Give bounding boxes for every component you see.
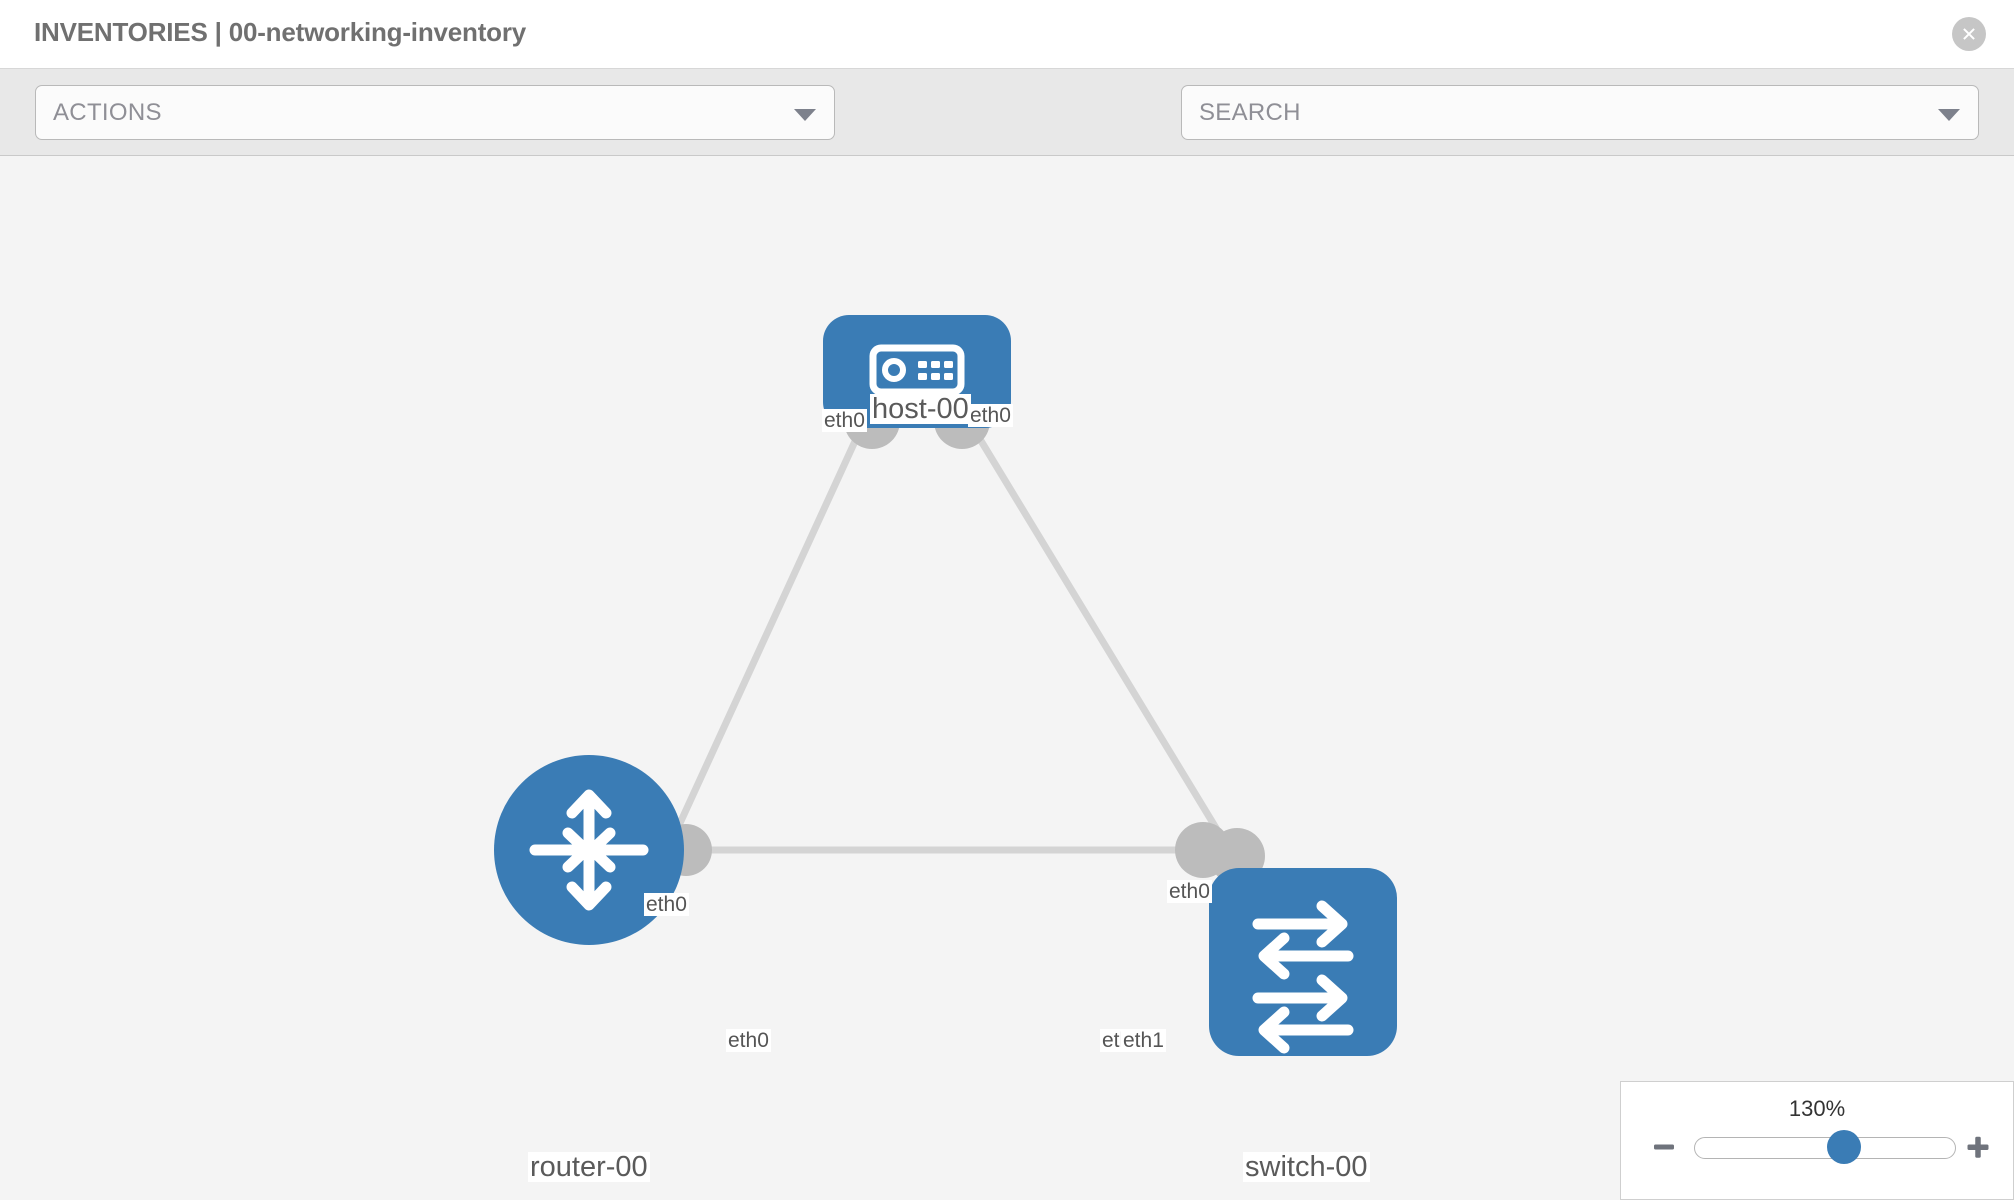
- node-router-00: [494, 755, 684, 945]
- plus-icon: [1967, 1136, 1989, 1158]
- search-placeholder: SEARCH: [1199, 99, 1301, 126]
- actions-dropdown[interactable]: ACTIONS: [35, 85, 835, 140]
- chevron-down-icon: [1938, 109, 1960, 121]
- node-switch-00-body: [1209, 868, 1397, 1056]
- node-switch-00: [1209, 868, 1397, 1056]
- edge-label-router-diag-eth0: eth0: [644, 893, 689, 917]
- switch-arrows-icon: [1252, 900, 1354, 1054]
- minus-icon: [1654, 1144, 1674, 1150]
- node-label-host-00: host-00: [870, 393, 971, 425]
- zoom-out-button[interactable]: [1649, 1132, 1679, 1162]
- server-appliance-icon: [869, 344, 965, 396]
- edge-label-host-eth0-left: eth0: [822, 409, 867, 433]
- interface-nub-layer: [660, 393, 1265, 884]
- zoom-slider-thumb[interactable]: [1827, 1130, 1862, 1164]
- topology-graph: [494, 315, 1397, 1056]
- zoom-in-button[interactable]: [1963, 1132, 1993, 1162]
- edge-label-router-link-eth0: eth0: [726, 1029, 771, 1053]
- node-label-switch-00: switch-00: [1243, 1151, 1370, 1183]
- edge-host-router: [644, 424, 866, 895]
- zoom-level-value: 130%: [1788, 1096, 1846, 1121]
- interface-nub-switch-left: [1175, 822, 1231, 878]
- router-arrows-icon: [529, 789, 649, 911]
- node-label-router-00: router-00: [528, 1151, 650, 1183]
- toolbar: ACTIONS SEARCH: [0, 69, 2014, 195]
- edge-layer: [644, 424, 1236, 895]
- edge-host-switch: [969, 424, 1236, 858]
- page-header: INVENTORIES | 00-networking-inventory: [0, 0, 2014, 69]
- actions-dropdown-label: ACTIONS: [53, 99, 162, 126]
- zoom-control-panel: 130%: [1620, 1081, 2014, 1200]
- edge-label-switch-link-eth1: eth1: [1121, 1029, 1166, 1053]
- chevron-down-icon: [794, 109, 816, 121]
- page-title: INVENTORIES | 00-networking-inventory: [34, 17, 527, 47]
- close-circle-icon[interactable]: [1952, 17, 1986, 51]
- zoom-slider-track[interactable]: [1694, 1130, 1956, 1164]
- topology-canvas[interactable]: eth0 eth0 host-00 eth0 eth0 eth0 eth0 et…: [0, 156, 2014, 1200]
- edge-label-host-eth0-right: eth0: [968, 404, 1013, 428]
- edge-label-switch-diag-eth0: eth0: [1167, 880, 1212, 904]
- search-input[interactable]: SEARCH: [1181, 85, 1979, 140]
